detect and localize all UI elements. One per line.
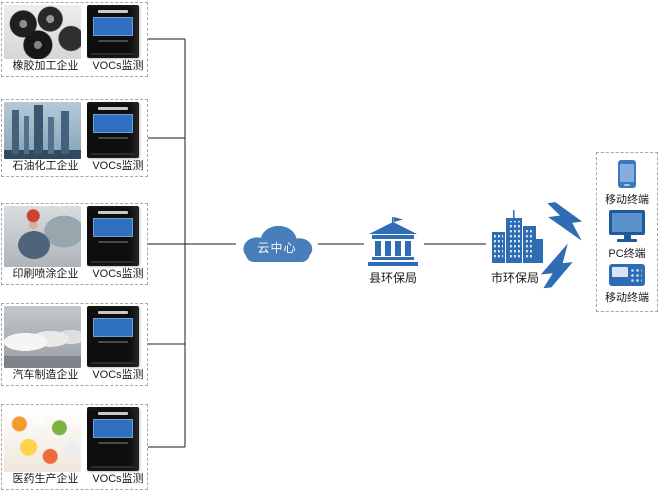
city-bureau-label: 市环保局 [490, 271, 539, 285]
cloud-icon [243, 225, 313, 262]
enterprise-content [2, 3, 147, 59]
pc-screen-inner [612, 213, 642, 232]
device-brand-strip [98, 107, 128, 110]
enterprise-name-label: 橡胶加工企业 [12, 60, 79, 72]
enterprise-name-label: 医药生产企业 [12, 473, 79, 485]
terminal-item-handheld: 移动终端 [605, 264, 649, 305]
terminals-panel: 移动终端 PC终端 移动终端 [596, 152, 658, 312]
vocs-monitor-device [87, 206, 139, 266]
vocs-monitor-label: VOCs监测 [92, 369, 144, 381]
handheld-screen [612, 267, 628, 277]
device-foot [91, 153, 135, 155]
pharma-pills-photo [4, 407, 81, 472]
device-brand-strip [98, 311, 128, 314]
printing-worker-photo [4, 206, 81, 267]
enterprise-content [2, 304, 147, 368]
rubber-factory-photo [4, 5, 81, 59]
pc-monitor-icon [609, 210, 645, 242]
handheld-keypad [630, 268, 642, 282]
enterprise-content [2, 405, 147, 472]
handheld-terminal-icon [609, 264, 645, 286]
enterprise-box-automobile: 汽车制造企业 VOCs监测 [1, 303, 148, 386]
device-foot [91, 261, 135, 263]
terminal-label: PC终端 [608, 248, 646, 260]
city-buildings-icon [492, 210, 543, 263]
enterprise-box-printing: 印刷喷涂企业 VOCs监测 [1, 203, 148, 285]
vocs-monitor-device [87, 102, 139, 158]
auto-factory-photo [4, 306, 81, 368]
wireless-signal-icon [547, 202, 583, 241]
terminal-label: 移动终端 [605, 292, 649, 304]
enterprise-box-pharma: 医药生产企业 VOCs监测 [1, 404, 148, 490]
cloud-label: 云中心 [257, 240, 297, 255]
mobile-phone-icon [618, 160, 636, 188]
petrochemical-plant-photo [4, 102, 81, 159]
device-detail [97, 40, 129, 42]
device-brand-strip [98, 10, 128, 13]
device-screen [93, 114, 133, 133]
vocs-monitor-device [87, 306, 139, 367]
enterprise-box-petrochemical: 石油化工企业 VOCs监测 [1, 99, 148, 177]
pc-base [617, 239, 637, 242]
terminal-item-pc: PC终端 [608, 210, 646, 261]
enterprise-content [2, 204, 147, 267]
device-screen [93, 419, 133, 438]
enterprise-name-label: 印刷喷涂企业 [12, 268, 79, 280]
enterprise-name-label: 石油化工企业 [12, 160, 79, 172]
device-foot [91, 53, 135, 55]
county-bureau-label: 县环保局 [368, 271, 417, 285]
pc-stand [623, 235, 631, 239]
vocs-monitor-label: VOCs监测 [92, 268, 144, 280]
vocs-monitor-label: VOCs监测 [92, 160, 144, 172]
device-foot [91, 362, 135, 364]
device-detail [97, 137, 129, 139]
device-screen [93, 17, 133, 36]
vocs-monitor-label: VOCs监测 [92, 473, 144, 485]
pc-screen [609, 210, 645, 235]
cloud-center-node: 云中心 [236, 221, 318, 266]
vocs-monitor-device [87, 407, 139, 471]
vocs-monitor-label: VOCs监测 [92, 60, 144, 72]
device-brand-strip [98, 211, 128, 214]
terminal-item-mobile: 移动终端 [605, 160, 649, 207]
device-foot [91, 466, 135, 468]
enterprise-name-label: 汽车制造企业 [12, 369, 79, 381]
device-screen [93, 218, 133, 237]
enterprise-box-rubber: 橡胶加工企业 VOCs监测 [1, 2, 148, 77]
government-building-icon [368, 217, 418, 266]
vocs-monitor-device [87, 5, 139, 58]
device-screen [93, 318, 133, 337]
device-detail [97, 341, 129, 343]
device-detail [97, 241, 129, 243]
enterprise-content [2, 100, 147, 159]
terminal-label: 移动终端 [605, 194, 649, 206]
device-detail [97, 442, 129, 444]
device-brand-strip [98, 412, 128, 415]
wireless-signal-icon [540, 243, 573, 289]
